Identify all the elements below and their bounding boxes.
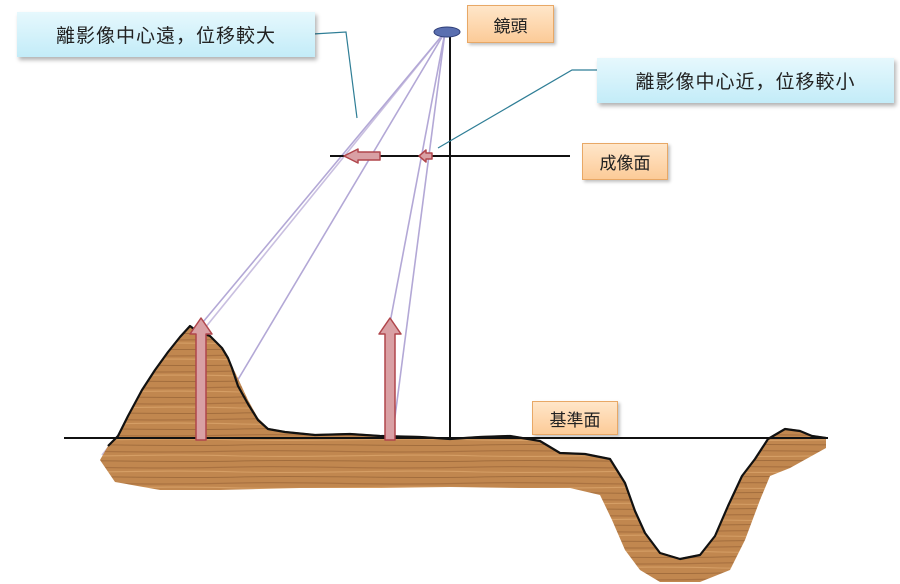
terrain xyxy=(100,324,827,582)
far-callout-leader xyxy=(312,31,358,119)
callout-leaders xyxy=(312,31,598,149)
large-displacement-arrow xyxy=(343,148,381,164)
datum-plane-label: 基準面 xyxy=(532,401,618,435)
ray-tower-top xyxy=(388,31,446,329)
lens-icon xyxy=(433,26,461,38)
near-displacement-callout: 離影像中心近，位移較小 xyxy=(597,58,894,103)
small-displacement-arrow xyxy=(418,149,433,163)
terrain-body xyxy=(100,326,826,582)
ray-mountain-base xyxy=(201,31,446,441)
near-callout-leader xyxy=(437,69,598,149)
ray-tower-base xyxy=(391,31,446,441)
lens-label: 鏡頭 xyxy=(467,5,554,43)
far-displacement-callout: 離影像中心遠，位移較大 xyxy=(17,12,315,57)
tower-height-arrow xyxy=(378,317,402,441)
mountain-height-arrow xyxy=(189,317,213,441)
object-arrows xyxy=(189,317,402,441)
ray-mountain-peak xyxy=(197,31,446,329)
displacement-arrows xyxy=(343,148,433,164)
image-plane-label: 成像面 xyxy=(582,143,668,180)
